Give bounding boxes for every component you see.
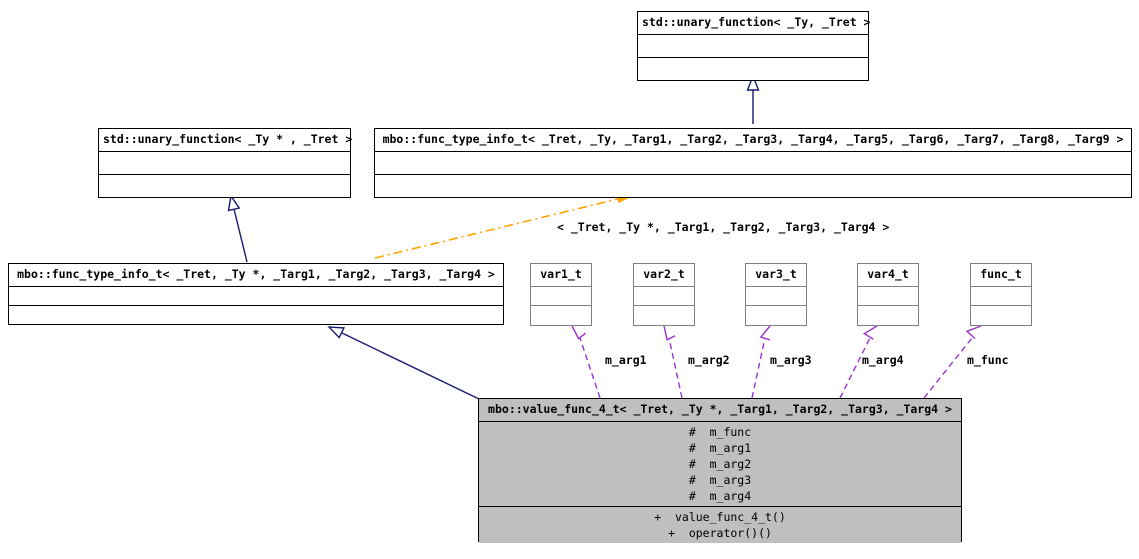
- usage-edge-m-arg2: [663, 325, 683, 399]
- attributes-compartment: [375, 152, 1131, 174]
- attribute-m-arg3: # m_arg3: [688, 472, 752, 487]
- usage-edge-m-arg1: [571, 325, 601, 399]
- edge-label-m-arg3: m_arg3: [770, 353, 812, 367]
- class-title: mbo::value_func_4_t< _Tret, _Ty *, _Targ…: [479, 399, 961, 422]
- operations-compartment: [746, 305, 806, 325]
- inheritance-edge-functypeinfo4-to-unaryfunctionptr: [227, 194, 248, 263]
- class-box-std-unary-function-typtr-tret[interactable]: std::unary_function< _Ty * , _Tret >: [98, 128, 352, 198]
- operations-compartment: [638, 56, 868, 80]
- attributes-compartment: [638, 35, 868, 57]
- class-title: std::unary_function< _Ty * , _Tret >: [99, 129, 352, 152]
- class-title: mbo::func_type_info_t< _Tret, _Ty *, _Ta…: [9, 264, 503, 287]
- operations-compartment: [99, 173, 350, 197]
- attributes-compartment: [858, 287, 918, 306]
- operation-constructor: + value_func_4_t(): [654, 509, 786, 524]
- edge-label-m-func: m_func: [967, 353, 1009, 367]
- class-title: mbo::func_type_info_t< _Tret, _Ty, _Targ…: [375, 129, 1131, 152]
- attributes-compartment: [531, 287, 591, 306]
- class-box-std-unary-function-ty-tret[interactable]: std::unary_function< _Ty, _Tret >: [637, 11, 870, 81]
- class-box-var4-t[interactable]: var4_t: [857, 263, 919, 326]
- usage-edge-m-arg3: [751, 325, 771, 399]
- edge-label-m-arg4: m_arg4: [862, 353, 904, 367]
- inheritance-edge-functypeinfo9-to-unaryfunction: [746, 74, 760, 124]
- attributes-compartment: [971, 287, 1031, 306]
- attribute-m-arg2: # m_arg2: [688, 456, 752, 471]
- operations-compartment: + value_func_4_t() + operator()(): [479, 505, 961, 543]
- operations-compartment: [9, 304, 503, 324]
- attributes-compartment: [9, 287, 503, 305]
- attributes-compartment: # m_func # m_arg1 # m_arg2 # m_arg3 # m_…: [479, 421, 961, 506]
- class-title: std::unary_function< _Ty, _Tret >: [638, 12, 870, 35]
- edge-label-m-arg2: m_arg2: [688, 353, 730, 367]
- class-title: var4_t: [858, 264, 918, 287]
- edge-label-m-arg1: m_arg1: [605, 353, 647, 367]
- class-title: func_t: [971, 264, 1031, 287]
- operations-compartment: [971, 305, 1031, 325]
- class-box-var1-t[interactable]: var1_t: [530, 263, 592, 326]
- class-title: var3_t: [746, 264, 806, 287]
- attribute-m-func: # m_func: [688, 424, 752, 439]
- class-title: var2_t: [634, 264, 694, 287]
- operations-compartment: [858, 305, 918, 325]
- attributes-compartment: [634, 287, 694, 306]
- attributes-compartment: [99, 152, 350, 174]
- class-box-mbo-func-type-info-t-9[interactable]: mbo::func_type_info_t< _Tret, _Ty, _Targ…: [374, 128, 1132, 198]
- attributes-compartment: [746, 287, 806, 306]
- class-box-mbo-value-func-4-t[interactable]: mbo::value_func_4_t< _Tret, _Ty *, _Targ…: [478, 398, 962, 543]
- operations-compartment: [531, 305, 591, 325]
- class-title: var1_t: [531, 264, 591, 287]
- operations-compartment: [634, 305, 694, 325]
- edge-label-template-binding: < _Tret, _Ty *, _Targ1, _Targ2, _Targ3, …: [557, 220, 890, 234]
- inheritance-edge-valuefunc4-to-functypeinfo4: [327, 326, 480, 400]
- class-box-var2-t[interactable]: var2_t: [633, 263, 695, 326]
- class-box-func-t[interactable]: func_t: [970, 263, 1032, 326]
- class-box-mbo-func-type-info-t-4[interactable]: mbo::func_type_info_t< _Tret, _Ty *, _Ta…: [8, 263, 504, 325]
- operations-compartment: [375, 173, 1131, 197]
- attribute-m-arg1: # m_arg1: [688, 440, 752, 455]
- operation-call: + operator()(): [668, 525, 772, 540]
- class-box-var3-t[interactable]: var3_t: [745, 263, 807, 326]
- attribute-m-arg4: # m_arg4: [688, 488, 752, 503]
